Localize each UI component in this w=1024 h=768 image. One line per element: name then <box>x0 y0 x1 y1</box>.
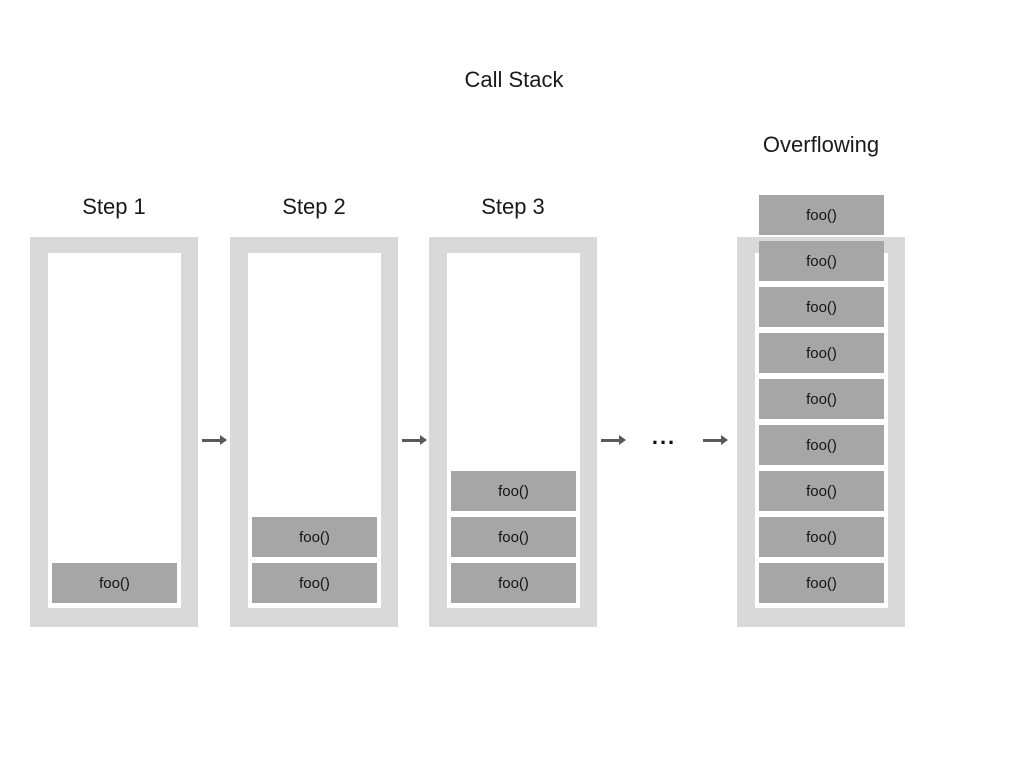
stack-frame: foo() <box>759 379 884 419</box>
arrow-head <box>721 435 728 445</box>
stack-frame: foo() <box>451 517 576 557</box>
stack-frame: foo() <box>252 517 377 557</box>
stack-container-overflowing: foo() foo() foo() foo() foo() foo() foo(… <box>737 195 905 627</box>
arrow-head <box>619 435 626 445</box>
stack-frame: foo() <box>252 563 377 603</box>
ellipsis-dots: ... <box>651 424 677 449</box>
stack-frame: foo() <box>451 471 576 511</box>
stack-container-step-2: foo() foo() <box>230 237 398 627</box>
right-arrow-icon <box>202 435 227 446</box>
right-arrow-icon <box>402 435 427 446</box>
stack-label-step-3: Step 3 <box>481 194 545 219</box>
stack-frame: foo() <box>52 563 177 603</box>
stack-inner-step-2: foo() foo() <box>248 253 381 608</box>
stack-label-step-1: Step 1 <box>82 194 146 219</box>
stack-container-step-3: foo() foo() foo() <box>429 237 597 627</box>
stack-frame: foo() <box>759 517 884 557</box>
stack-frame: foo() <box>451 563 576 603</box>
stack-frame: foo() <box>759 287 884 327</box>
stack-frame: foo() <box>759 425 884 465</box>
stack-frame: foo() <box>759 241 884 281</box>
right-arrow-icon <box>601 435 626 446</box>
stack-inner-overflowing: foo() foo() foo() foo() foo() foo() foo(… <box>755 195 888 608</box>
diagram-title: Call Stack <box>464 67 564 92</box>
arrow-shaft <box>601 439 620 442</box>
arrow-head <box>220 435 227 445</box>
stack-label-overflowing: Overflowing <box>762 132 880 157</box>
arrow-shaft <box>402 439 421 442</box>
arrow-head <box>420 435 427 445</box>
arrow-shaft <box>202 439 221 442</box>
stack-frame: foo() <box>759 333 884 373</box>
stack-frame: foo() <box>759 195 884 235</box>
stack-frame: foo() <box>759 471 884 511</box>
stack-label-step-2: Step 2 <box>282 194 346 219</box>
arrow-shaft <box>703 439 722 442</box>
right-arrow-icon <box>703 435 728 446</box>
stack-frame: foo() <box>759 563 884 603</box>
stack-container-step-1: foo() <box>30 237 198 627</box>
stack-inner-step-1: foo() <box>48 253 181 608</box>
stack-inner-step-3: foo() foo() foo() <box>447 253 580 608</box>
